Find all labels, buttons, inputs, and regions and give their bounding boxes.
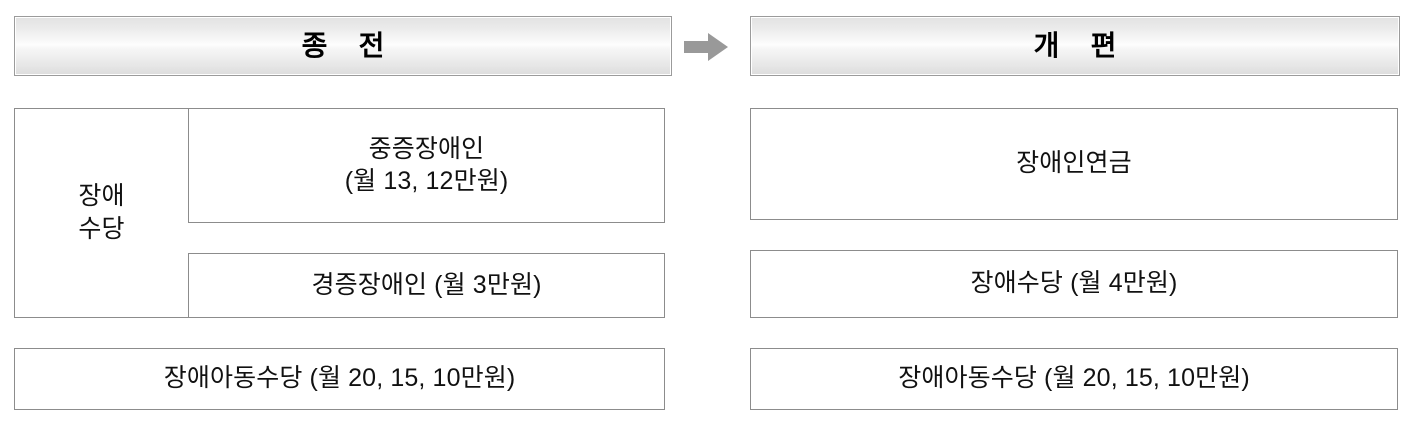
banner-new-scheme-label: 개 편	[1033, 30, 1129, 61]
new-pension-cell: 장애인연금	[750, 108, 1398, 220]
banner-old-scheme: 종 전	[14, 16, 672, 76]
new-allowance-cell: 장애수당 (월 4만원)	[750, 250, 1398, 318]
old-empty-spacer-cell	[188, 222, 665, 254]
banner-new-scheme: 개 편	[750, 16, 1400, 76]
arrow-right-icon	[684, 33, 728, 61]
old-severe-disability-cell: 중증장애인 (월 13, 12만원)	[188, 108, 665, 223]
old-child-allowance-cell: 장애아동수당 (월 20, 15, 10만원)	[14, 348, 665, 410]
old-mild-disability-cell: 경증장애인 (월 3만원)	[188, 253, 665, 318]
banner-old-scheme-label: 종 전	[301, 30, 397, 61]
old-child-allowance-label: 장애아동수당 (월 20, 15, 10만원)	[163, 364, 516, 393]
new-child-allowance-cell: 장애아동수당 (월 20, 15, 10만원)	[750, 348, 1398, 410]
old-severe-disability-label: 중증장애인 (월 13, 12만원)	[344, 135, 509, 195]
old-mild-disability-label: 경증장애인 (월 3만원)	[311, 270, 542, 299]
new-pension-label: 장애인연금	[1016, 149, 1132, 178]
new-allowance-label: 장애수당 (월 4만원)	[970, 269, 1178, 298]
new-child-allowance-label: 장애아동수당 (월 20, 15, 10만원)	[898, 364, 1250, 393]
old-group-label-cell: 장애 수당	[14, 108, 189, 318]
old-group-label: 장애 수당	[78, 181, 125, 244]
